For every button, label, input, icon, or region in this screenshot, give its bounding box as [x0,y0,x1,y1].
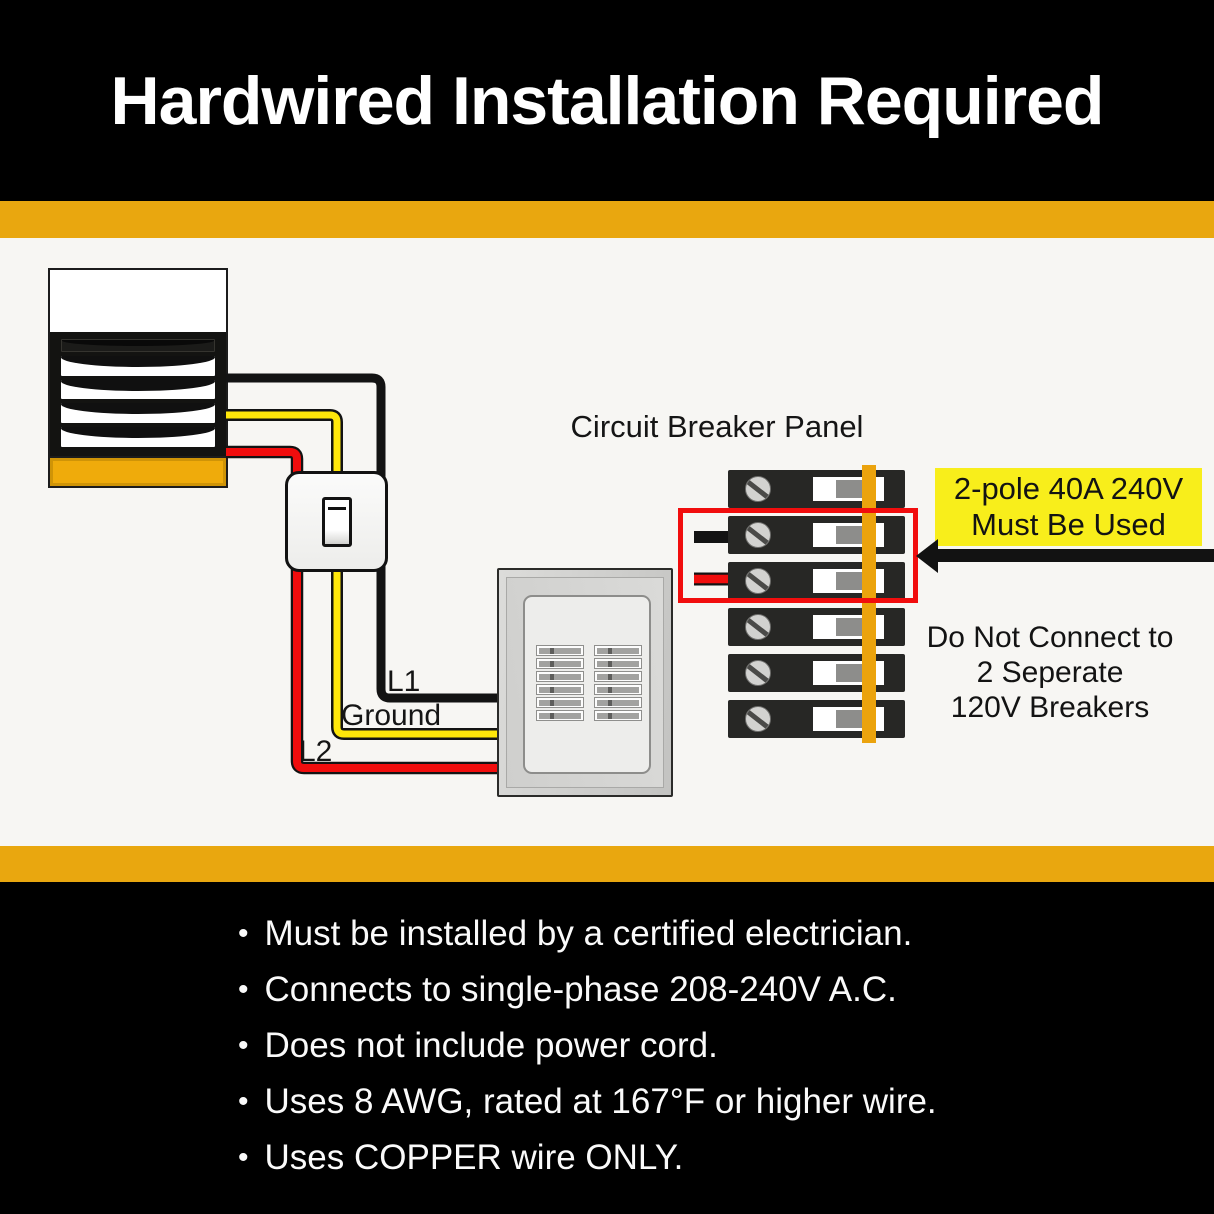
tray-shadow [61,379,215,391]
bullet-icon: • [238,1029,249,1062]
terminal-slot [594,671,642,682]
bullet-text: Connects to single-phase 208-240V A.C. [264,970,897,1009]
red-highlight-box [678,508,918,603]
two-pole-tie-bar [862,511,876,603]
page-title: Hardwired Installation Required [110,62,1105,139]
warning-line2: 2 Seperate [976,656,1124,689]
breaker-knob [836,664,862,682]
gold-stripe-top [0,201,1214,238]
tray-shadow [61,355,215,367]
tray-shadow [62,340,214,346]
header-banner: Hardwired Installation Required [0,0,1214,201]
bullet-icon: • [238,917,249,950]
breaker-knob [836,526,862,544]
ice-tray [61,427,215,447]
terminal-slot [536,697,584,708]
breaker-knob [836,710,862,728]
terminal-slot [536,684,584,695]
screw-icon [745,476,771,502]
callout-line2: Must Be Used [971,507,1166,542]
ice-maker-illustration [48,268,228,488]
terminal-slot [536,645,584,656]
screw-icon [745,568,771,594]
screw-icon [745,660,771,686]
footer-notes: • Must be installed by a certified electr… [0,882,1214,1214]
tray-shadow [61,403,215,415]
breaker-knob [836,618,862,636]
gold-stripe-bottom [0,846,1214,882]
list-item: • Must be installed by a certified electr… [238,906,937,962]
breaker-knob [836,572,862,590]
terminal-slot [594,645,642,656]
breaker-row [728,465,905,513]
label-ground: Ground [341,699,442,732]
terminal-slot [536,671,584,682]
terminal-slot [536,710,584,721]
bullet-text: Must be installed by a certified electri… [264,914,913,953]
warning-text: Do Not Connect to 2 Seperate 120V Breake… [915,620,1185,725]
junction-box-panel [523,595,651,774]
breaker-panel-label: Circuit Breaker Panel [570,409,864,444]
tray-shadow [61,427,215,439]
ice-maker-lid [50,270,226,332]
ice-tray [61,339,215,352]
screw-icon [745,614,771,640]
arrow-shaft [934,549,1214,562]
bullet-icon: • [238,973,249,1006]
screw-icon [745,522,771,548]
breaker-tie-bar [862,465,876,513]
list-item: • Connects to single-phase 208-240V A.C. [238,962,937,1018]
list-item: • Does not include power cord. [238,1018,937,1074]
breaker-tie-bar [862,649,876,697]
list-item: • Uses 8 AWG, rated at 167°F or higher wi… [238,1074,937,1130]
bullet-text: Does not include power cord. [264,1026,718,1065]
bullet-icon: • [238,1141,249,1174]
terminal-slot [594,697,642,708]
ice-tray [61,403,215,424]
breaker-knob [836,480,862,498]
ice-tray [61,355,215,376]
terminal-slot [594,684,642,695]
terminal-slots [536,645,642,721]
junction-box [497,568,673,797]
warning-line1: Do Not Connect to [926,621,1174,654]
terminal-slot [594,658,642,669]
label-l2: L2 [299,735,333,768]
ice-maker-base [50,456,226,486]
breaker-tie-bar [862,603,876,651]
screw-icon [745,706,771,732]
terminal-column [536,645,584,721]
ice-maker-tray-bay [50,332,226,456]
rocker-switch-icon [322,497,352,547]
bullet-list: • Must be installed by a certified electr… [238,906,937,1186]
breaker-tie-bar [862,695,876,743]
terminal-column [594,645,642,721]
bullet-text: Uses COPPER wire ONLY. [264,1138,684,1177]
label-l1: L1 [387,665,421,698]
bullet-icon: • [238,1085,249,1118]
terminal-slot [536,658,584,669]
list-item: • Uses COPPER wire ONLY. [238,1130,937,1186]
callout-line1: 2-pole 40A 240V [953,471,1184,506]
warning-line3: 120V Breakers [950,691,1150,724]
bullet-text: Uses 8 AWG, rated at 167°F or higher wir… [264,1082,937,1121]
breaker-row [728,695,905,743]
disconnect-switch [285,471,388,572]
terminal-slot [594,710,642,721]
ice-tray [61,379,215,400]
breaker-row [728,649,905,697]
left-arrow-icon [916,539,938,573]
breaker-row [728,603,905,651]
callout-box: 2-pole 40A 240V Must Be Used [935,468,1202,546]
